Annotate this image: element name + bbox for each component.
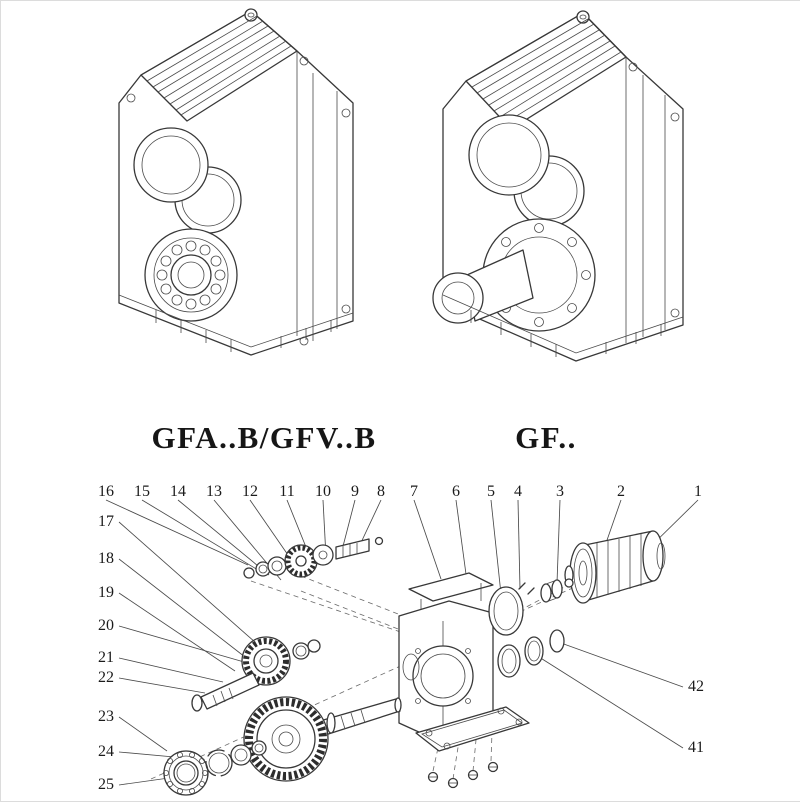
callout-17: 17 [98,513,114,530]
callout-15: 15 [134,483,150,500]
callout-5: 5 [487,483,495,500]
gear-housing [398,572,494,744]
roof-ribs [471,18,622,124]
callout-16: 16 [98,483,114,500]
leader-lines [105,499,699,786]
side-panel [628,62,680,337]
construction-lines [150,556,642,780]
callout-13: 13 [206,483,222,500]
callout-6: 6 [452,483,460,500]
base-feet [442,294,684,357]
housing-outline [442,10,684,362]
output-gear-and-shaft [243,696,402,782]
output-side-rings [497,629,565,678]
callout-19: 19 [98,584,114,601]
callout-12: 12 [242,483,258,500]
callout-7: 7 [410,483,418,500]
callout-1: 1 [694,483,702,500]
caption-gf: GF.. [515,420,577,455]
callout-25: 25 [98,776,114,793]
input-rings-and-fasteners [488,578,574,636]
callout-20: 20 [98,617,114,634]
gearbox-drawing-gf [432,10,684,362]
base-feet [118,93,354,352]
input-motor-unit [564,530,666,604]
callout-41: 41 [688,739,704,756]
callout-3: 3 [556,483,564,500]
callout-18: 18 [98,550,114,567]
callout-21: 21 [98,649,114,666]
callout-9: 9 [351,483,359,500]
callout-22: 22 [98,669,114,686]
bearing-cluster [162,740,267,796]
callout-2: 2 [617,483,625,500]
callout-42: 42 [688,678,704,695]
exploded-diagram [105,499,699,796]
caption-gfab: GFA..B/GFV..B [151,420,377,455]
gearbox-drawing-gfab [118,8,354,356]
callout-10: 10 [315,483,331,500]
gear-bores [468,114,585,227]
side-panel [299,56,351,346]
second-stage-gear-shaft [191,636,321,712]
callout-4: 4 [514,483,522,500]
callout-24: 24 [98,743,114,760]
callout-8: 8 [377,483,385,500]
cover-plate-and-bolts [415,706,530,789]
callout-14: 14 [170,483,186,500]
roof-ribs [146,15,292,116]
callout-11: 11 [279,483,295,500]
output-flange-and-shaft [432,218,596,332]
callout-23: 23 [98,708,114,725]
gear-bores [133,127,242,234]
intermediate-gear-cluster [243,536,384,579]
output-bearing [144,228,238,322]
